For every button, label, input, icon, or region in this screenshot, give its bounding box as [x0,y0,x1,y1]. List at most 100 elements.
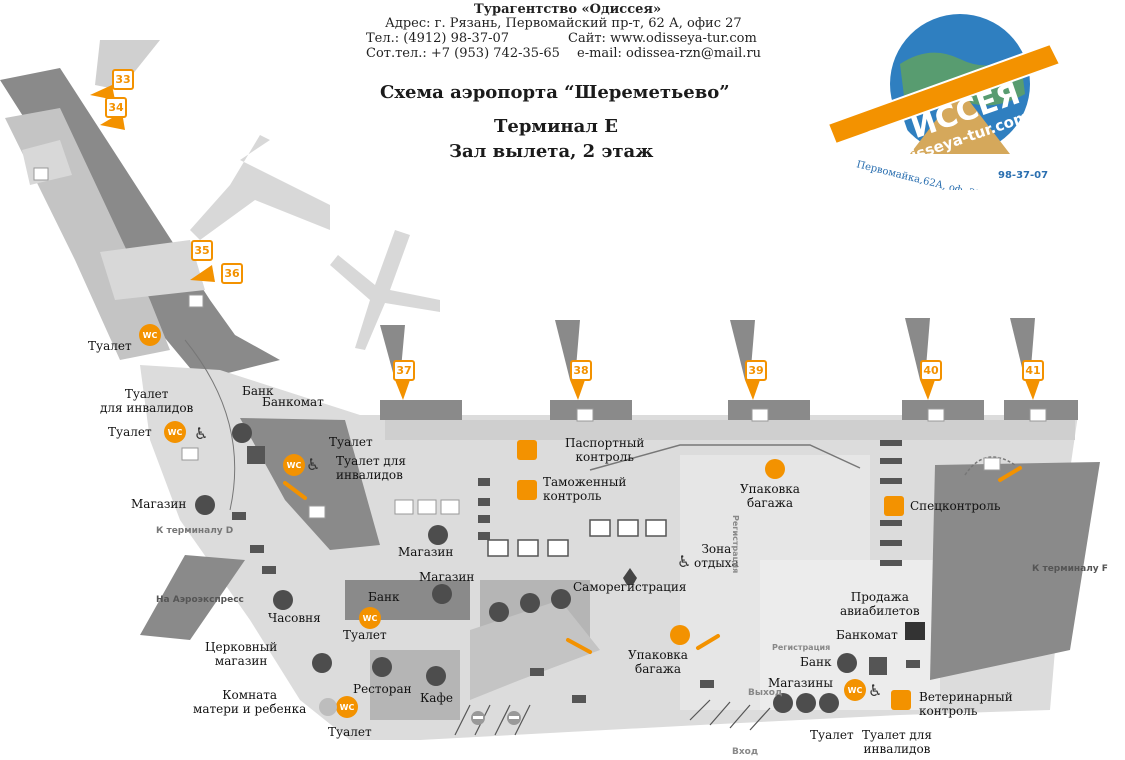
logo-phone: 98-37-07 [998,170,1048,181]
east-hall [760,560,940,710]
self-checkin-icon [623,568,637,585]
route-arrow [184,339,236,511]
label-atm-w: Банкомат [262,395,324,409]
restaurant-icon [489,602,509,622]
label-to-terminal-f: К терминалу F [1032,564,1108,574]
gate-36-marker: 36 [221,263,243,284]
gate-39-marker: 39 [745,360,767,381]
pier-room-2 [100,240,205,300]
label-toilet-c2: Туалет [343,628,387,642]
atm-icon [247,446,265,464]
special-control-icon [884,496,904,516]
entrance-gates [454,699,771,736]
vet-control-icon [891,690,911,710]
pyramid [910,89,1010,154]
atm-icon [869,657,887,675]
label-toilet-e: Туалет [810,728,854,742]
shop-icon [819,693,839,713]
service-icons [195,423,857,716]
agency-mobile: Сот.тел.: +7 (953) 742-35-65 [366,46,560,61]
agency-phone: Тел.: (4912) 98-37-07 [366,31,510,46]
baggage-wrap-icon [765,459,785,479]
svg-text:WC: WC [168,428,183,437]
map-title: Схема аэропорта “Шереметьево” [380,82,730,103]
gate-markers [90,85,1040,400]
wheelchair-icons: ♿ ♿ ♿ ♿ [194,424,882,700]
label-atm-e: Банкомат [836,628,898,642]
label-registration-vertical: Регистрация [731,515,740,574]
label-toilet-sw: Туалет [328,725,372,739]
label-self-checkin: Саморегистрация [573,580,687,594]
svg-text:WC: WC [848,686,863,695]
wc-icon: WC [844,679,866,701]
bank-icon [837,653,857,673]
shop-icon [796,693,816,713]
shop-icon [432,584,452,604]
orange-square-icons [247,440,925,710]
passport-control-icon [517,440,537,460]
gate-33-marker: 33 [112,69,134,90]
shop-icon [428,525,448,545]
chapel-icon [273,590,293,610]
terminal-title: Терминал E [494,116,618,137]
wc-icon: WC [139,324,161,346]
label-special-control: Спецконтроль [910,499,1001,513]
check-in-desks [232,440,920,703]
label-bank-e: Банк [800,655,832,669]
wc-icon: WC [336,696,358,718]
svg-text:♿: ♿ [194,424,208,443]
agency-email[interactable]: e-mail: odissea-rzn@mail.ru [577,46,762,61]
airplane-icon [330,230,440,350]
baggage-belt-icons [283,466,1022,654]
airplane-icon [190,135,330,240]
aeroexpress-link [140,555,245,640]
central-dark-block [240,418,380,550]
airline-tickets-icon [905,622,925,640]
gate-40-marker: 40 [920,360,942,381]
svg-text:WC: WC [363,614,378,623]
svg-text:♿: ♿ [868,681,882,700]
cafe-icon [426,666,446,686]
agency-name: Турагентство «Одиссея» [474,2,662,17]
no-entry-icons [471,711,521,725]
passport-booths [487,519,667,557]
food-court-link [470,600,600,700]
baggage-wrap-icon [670,625,690,645]
label-shop-w: Магазин [131,497,187,511]
gate-37-marker: 37 [393,360,415,381]
odisseya-logo[interactable]: ОДИССЕЯ odisseya-tur.com Первомайка,62А,… [820,4,1068,190]
gate-41-marker: 41 [1022,360,1044,381]
svg-text:WC: WC [340,703,355,712]
label-to-terminal-d: К терминалу D [156,526,234,536]
agency-site[interactable]: Сайт: www.odisseya-tur.com [568,31,757,46]
label-shop-c: Магазин [398,545,454,559]
label-to-aeroexpress: На Аэроэкспресс [156,595,244,605]
bank-icon [232,423,252,443]
label-toilet-nw: Туалет [88,339,132,353]
label-registration: Регистрация [772,643,831,652]
label-toilet-c: Туалет [329,435,373,449]
wc-icon: WC [359,607,381,629]
shop-icon [773,693,793,713]
route-arrow [589,444,861,471]
church-shop-icon [312,653,332,673]
terminal-f-link [930,462,1100,680]
wc-icon: WC [283,454,305,476]
restaurant-icon [520,593,540,613]
north-corridor [385,420,1075,440]
label-restaurant: Ресторан [353,682,412,696]
label-chapel: Часовня [268,611,321,625]
label-cafe: Кафе [420,691,453,705]
agency-address: Адрес: г. Рязань, Первомайский пр-т, 62 … [385,16,742,31]
svg-text:WC: WC [143,331,158,340]
